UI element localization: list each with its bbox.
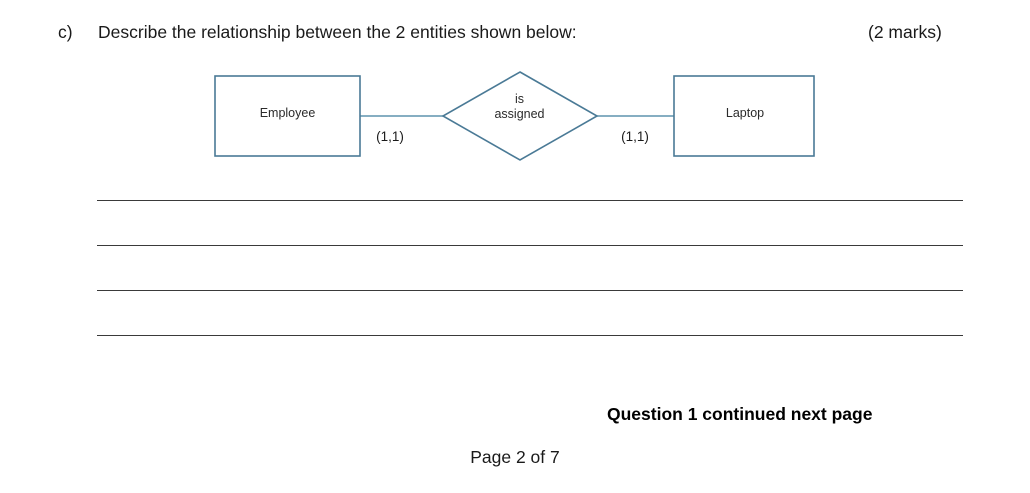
answer-line (97, 200, 963, 201)
er-diagram-svg (214, 71, 815, 161)
answer-lines (97, 200, 963, 380)
relationship-label-line1: is (514, 92, 525, 106)
relationship-label: is assigned (447, 92, 592, 122)
question-letter: c) (58, 22, 73, 42)
continued-notice: Question 1 continued next page (607, 404, 873, 424)
entity-box-laptop (673, 75, 815, 157)
entity-label-laptop: Laptop (725, 106, 765, 120)
page-number: Page 2 of 7 (470, 447, 560, 467)
cardinality-right: (1,1) (621, 129, 649, 144)
answer-line (97, 335, 963, 336)
answer-line (97, 245, 963, 246)
entity-label-employee: Employee (259, 106, 316, 120)
cardinality-left: (1,1) (376, 129, 404, 144)
answer-line (97, 290, 963, 291)
entity-box-employee (214, 75, 361, 157)
question-row: c) Describe the relationship between the… (0, 22, 1030, 52)
question-text: Describe the relationship between the 2 … (98, 22, 577, 42)
question-marks: (2 marks) (868, 22, 942, 42)
relationship-label-line2: assigned (494, 107, 545, 121)
relationship-diamond (441, 71, 599, 161)
er-diagram: Employee Laptop is assigned (1,1) (1,1) (200, 66, 840, 176)
